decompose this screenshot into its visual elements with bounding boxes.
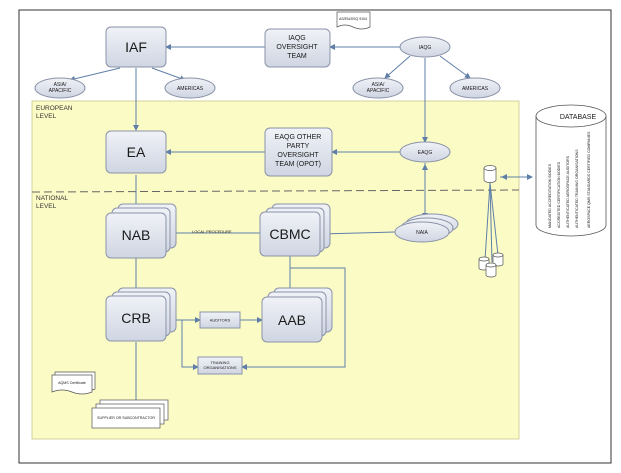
connector-cyl-1 bbox=[484, 182, 491, 261]
crb-label: CRB bbox=[121, 310, 151, 326]
db-cylinder-c bbox=[485, 265, 497, 278]
connector-naia-cbmc bbox=[319, 230, 396, 237]
americas-right-label: AMERICAS bbox=[462, 86, 489, 92]
local-procedure-label: LOCAL PROCEDURE bbox=[192, 229, 232, 234]
americas-left-label: AMERICAS bbox=[177, 86, 204, 92]
db-cylinder-c-cap bbox=[485, 262, 497, 268]
database-item-2: ACCREDITED CERTIFICATION BODIES bbox=[557, 161, 561, 228]
supplier-box[interactable] bbox=[91, 407, 161, 429]
national-level-label-2: LEVEL bbox=[36, 203, 57, 210]
auditors-label: AUDITORS bbox=[210, 318, 231, 323]
supplier-label: SUPPLIER OR SUBCONTRACTOR bbox=[97, 416, 155, 420]
connector-iaqg-americas bbox=[439, 55, 471, 79]
european-level-label: EUROPEAN bbox=[36, 105, 73, 112]
document-icon bbox=[336, 11, 371, 30]
aab-box[interactable] bbox=[261, 296, 323, 343]
aab-label: AAB bbox=[278, 312, 306, 328]
database-cylinder[interactable] bbox=[535, 116, 607, 237]
iaf-label: IAF bbox=[125, 39, 147, 55]
connector-cyl-2 bbox=[489, 182, 493, 263]
cbmc-label: CBMC bbox=[269, 226, 310, 242]
auditors-box[interactable] bbox=[199, 311, 241, 329]
certificate-label: AQMS Certificate bbox=[58, 381, 86, 385]
document-label: AS/EN/JISQ 9104 bbox=[339, 17, 367, 21]
training-box[interactable] bbox=[197, 356, 243, 375]
database-cylinder-cap bbox=[535, 104, 607, 128]
national-level-label: NATIONAL bbox=[36, 195, 68, 202]
db-cylinder-top bbox=[483, 168, 497, 183]
database-item-3: AUTHENTICATED AEROSPACE AUDITORS bbox=[566, 155, 570, 228]
ea-box[interactable] bbox=[105, 130, 167, 174]
db-cylinder-a-cap bbox=[478, 256, 490, 262]
database-item-5: AEROSPACE QMS STANDARDS CERTIFIED COMPAN… bbox=[587, 131, 591, 228]
database-title: DATABASE bbox=[560, 114, 597, 121]
iaf-box[interactable] bbox=[105, 26, 167, 68]
asia-left-label: ASIA/APACIFIC bbox=[49, 82, 72, 94]
ea-label: EA bbox=[127, 144, 146, 160]
eaqg-ellipse[interactable] bbox=[399, 141, 451, 163]
database-item-4: AUTHENTICATED TRAINING ORGANISATIONS bbox=[575, 149, 579, 228]
connector-cbmc-training bbox=[241, 267, 346, 370]
connector-iaqg-asia bbox=[384, 55, 411, 79]
iaqg-ellipse[interactable] bbox=[399, 36, 451, 58]
naia-ellipse[interactable] bbox=[394, 221, 450, 243]
connector-iaf-asia bbox=[69, 67, 121, 82]
connector-cyl-3 bbox=[489, 182, 499, 256]
db-cylinder-top-cap bbox=[483, 165, 497, 171]
iaqg-label: IAQG bbox=[419, 45, 432, 51]
national-divider bbox=[31, 189, 520, 193]
eaqg-opot-box[interactable] bbox=[264, 127, 333, 177]
asia-right-ellipse[interactable] bbox=[352, 77, 404, 99]
americas-right-ellipse[interactable] bbox=[449, 77, 501, 99]
naia-label: NAIA bbox=[416, 230, 428, 236]
iaqg-oversight-box[interactable] bbox=[264, 28, 331, 68]
european-level-label-2: LEVEL bbox=[36, 113, 57, 120]
asia-right-label: ASIA/APACIFIC bbox=[367, 82, 390, 94]
connector-crb-training bbox=[181, 320, 199, 370]
connector-iaf-americas bbox=[151, 67, 186, 82]
crb-box[interactable] bbox=[105, 295, 167, 342]
db-cylinder-b-cap bbox=[492, 252, 504, 258]
eaqg-label: EAQG bbox=[418, 150, 433, 156]
database-item-1: MANDATED ACCREDITATION BODIES bbox=[548, 163, 552, 228]
certificate-icon bbox=[51, 374, 93, 395]
cbmc-box[interactable] bbox=[259, 211, 321, 257]
nab-label: NAB bbox=[122, 227, 151, 243]
asia-left-ellipse[interactable] bbox=[34, 77, 86, 99]
americas-left-ellipse[interactable] bbox=[164, 77, 216, 99]
nab-box[interactable] bbox=[105, 212, 167, 259]
